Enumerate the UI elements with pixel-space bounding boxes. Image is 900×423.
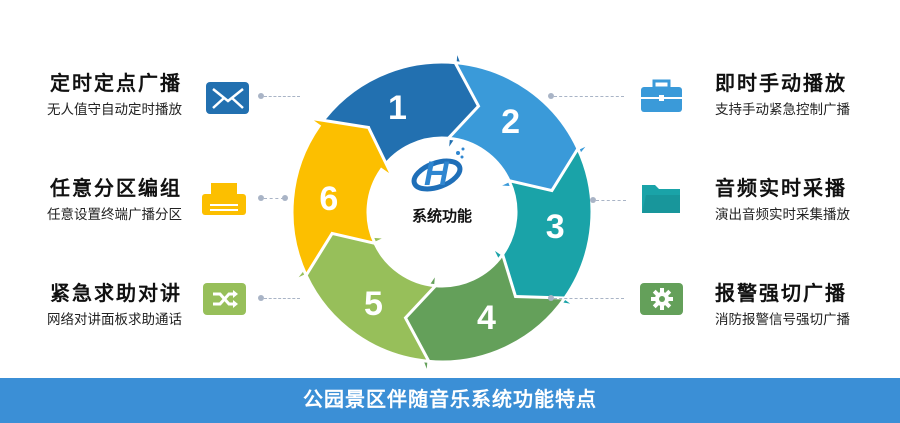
- feature-subtitle: 消防报警信号强切广播: [715, 312, 850, 328]
- connector-dot: [548, 93, 554, 99]
- cycle-number-2: 2: [501, 103, 520, 141]
- feature-title: 音频实时采播: [715, 176, 847, 200]
- connector-dot: [590, 197, 596, 203]
- briefcase-icon: [640, 79, 683, 112]
- cycle-number-1: 1: [388, 89, 407, 127]
- logo-icon: H: [411, 147, 465, 193]
- feature-title: 报警强切广播: [715, 281, 847, 305]
- cycle-number-5: 5: [364, 285, 383, 323]
- shuffle-icon: [203, 283, 246, 315]
- center-label: 系统功能: [411, 207, 472, 225]
- cycle-segment-4: [403, 251, 568, 376]
- feature-subtitle: 演出音频实时采集播放: [715, 207, 850, 223]
- feature-subtitle: 网络对讲面板求助通话: [47, 312, 182, 328]
- feature-manual-playback: 即时手动播放 支持手动紧急控制广播: [715, 70, 900, 120]
- feature-title: 定时定点广播: [50, 71, 182, 95]
- feature-zone-grouping: 任意分区编组 任意设置终端广播分区: [0, 175, 182, 225]
- feature-scheduled-broadcast: 定时定点广播 无人值守自动定时播放: [0, 70, 182, 120]
- connector-dot: [258, 295, 264, 301]
- connector-dot: [258, 195, 264, 201]
- feature-alarm-override: 报警强切广播 消防报警信号强切广播: [715, 280, 900, 330]
- gear-icon: [640, 283, 683, 315]
- connector-dot: [282, 195, 288, 201]
- feature-subtitle: 支持手动紧急控制广播: [715, 102, 850, 118]
- feature-title: 紧急求助对讲: [50, 281, 182, 305]
- connector-line: [264, 198, 284, 199]
- connector-line: [264, 96, 300, 97]
- feature-title: 即时手动播放: [715, 71, 847, 95]
- cycle-number-4: 4: [477, 299, 496, 337]
- svg-text:H: H: [424, 155, 450, 193]
- feature-subtitle: 无人值守自动定时播放: [47, 102, 182, 118]
- footer-title: 公园景区伴随音乐系统功能特点: [0, 378, 900, 423]
- folder-icon: [640, 183, 683, 215]
- feature-subtitle: 任意设置终端广播分区: [47, 207, 182, 223]
- cycle-number-6: 6: [319, 180, 338, 218]
- cycle-segment-2: [445, 60, 592, 193]
- printer-icon: [201, 182, 247, 216]
- feature-live-audio: 音频实时采播 演出音频实时采集播放: [715, 175, 900, 225]
- cycle-segment-1: [316, 48, 481, 173]
- cycle-segment-5: [292, 231, 439, 364]
- cycle-number-3: 3: [546, 208, 565, 246]
- feature-emergency-intercom: 紧急求助对讲 网络对讲面板求助通话: [0, 280, 182, 330]
- feature-title: 任意分区编组: [50, 176, 182, 200]
- connector-line: [554, 96, 624, 97]
- connector-line: [596, 200, 626, 201]
- connector-line: [264, 298, 300, 299]
- connector-line: [554, 298, 624, 299]
- envelope-icon: [206, 82, 249, 114]
- connector-dot: [258, 93, 264, 99]
- cycle-ring: 1 2 3 4 5 6: [290, 48, 594, 376]
- cycle-segment-6: [290, 116, 397, 279]
- connector-dot: [548, 295, 554, 301]
